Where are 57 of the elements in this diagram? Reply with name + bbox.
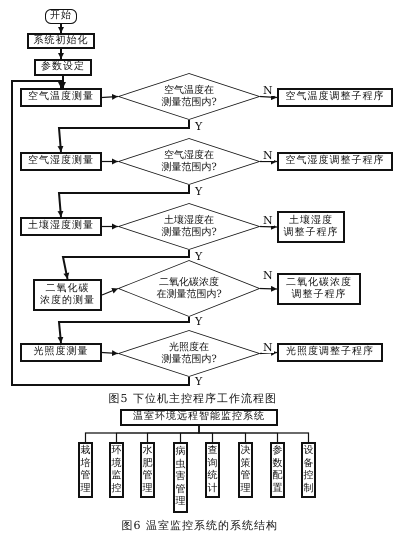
- decision-diamond: 空气湿度在测量范围内?: [118, 138, 260, 185]
- module-box: 栽培管理: [78, 442, 93, 498]
- module-box: 设备控制: [301, 442, 316, 498]
- arrow: [11, 80, 190, 386]
- process-box: 空气湿度调整子程序: [277, 152, 393, 171]
- edge-label: Y: [194, 121, 204, 132]
- edge-label: Y: [194, 376, 204, 387]
- decision-diamond: 二氧化碳浓度在测量范围内?: [118, 260, 260, 317]
- arrow: [62, 250, 190, 280]
- arrow: [260, 224, 278, 230]
- edge-label: N: [262, 150, 274, 161]
- arrow: [260, 158, 277, 164]
- process-box: 系统初始化: [27, 33, 95, 49]
- arrow: [102, 158, 118, 164]
- process-box: 空气温度调整子程序: [277, 88, 393, 107]
- arrow: [57, 317, 190, 344]
- decision-diamond: 空气温度在测量范围内?: [118, 73, 260, 120]
- process-box: 参数设定: [34, 59, 92, 76]
- module-box: 环境监控: [109, 442, 124, 498]
- process-box: 空气温度测量: [20, 88, 102, 107]
- process-box: 空气湿度测量: [20, 152, 102, 171]
- decision-diamond: 光照度在测量范围内?: [118, 330, 260, 377]
- arrow: [60, 76, 66, 88]
- arrow: [102, 288, 118, 296]
- arrow: [102, 350, 118, 356]
- module-box: 水肥管理: [140, 442, 155, 498]
- arrow: [102, 94, 118, 100]
- module-box: 参数配置: [270, 442, 285, 498]
- arrow: [260, 94, 278, 100]
- decision-diamond: 土壤湿度在测量范围内?: [118, 203, 260, 250]
- arrow: [58, 49, 64, 59]
- process-box: 光照度测量: [20, 343, 102, 362]
- arrow: [260, 286, 278, 292]
- process-box: 土壤湿度调整子程序: [277, 211, 345, 243]
- arrow: [260, 350, 278, 356]
- process-box: 二氧化碳浓度的测量: [33, 279, 102, 311]
- figure-caption: 图6 温室监控系统的系统结构: [122, 518, 278, 533]
- module-box: 查询统计: [205, 442, 220, 498]
- arrow: [58, 24, 64, 33]
- start-terminal: 开始: [45, 9, 77, 24]
- edge-label: Y: [194, 251, 204, 262]
- edge-label: N: [262, 342, 274, 353]
- figure-caption: 图5 下位机主控程序工作流程图: [108, 391, 277, 406]
- process-box: 二氧化碳浓度调整子程序: [277, 273, 361, 305]
- module-box: 病虫害管理: [173, 442, 188, 513]
- process-box: 温室环境远程智能监控系统: [120, 409, 278, 426]
- arrow: [102, 224, 118, 230]
- edge-label: N: [262, 270, 274, 281]
- arrow: [58, 185, 190, 218]
- edge-label: N: [262, 85, 274, 96]
- process-box: 光照度调整子程序: [277, 343, 383, 362]
- edge-label: Y: [194, 186, 204, 197]
- process-box: 土壤湿度测量: [20, 217, 102, 236]
- module-box: 决策管理: [238, 442, 253, 498]
- edge-label: Y: [194, 316, 204, 327]
- edge-label: N: [262, 215, 274, 226]
- arrow: [58, 120, 190, 152]
